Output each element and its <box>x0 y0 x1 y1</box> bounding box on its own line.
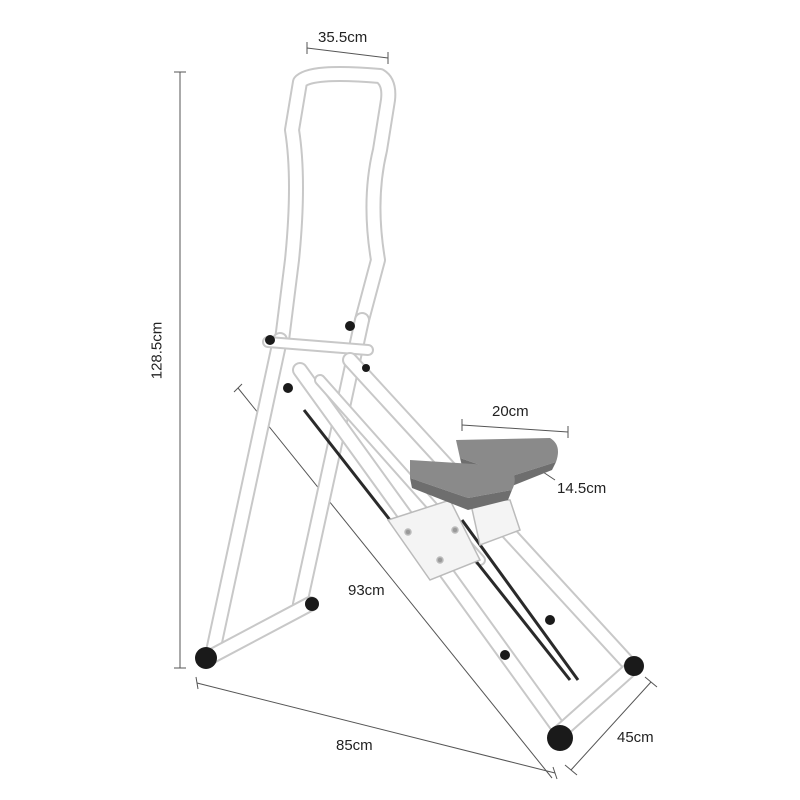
label-pedal-width: 14.5cm <box>557 480 607 497</box>
dim-line-top-width <box>306 47 389 59</box>
label-top-width: 35.5cm <box>318 29 368 46</box>
resistance-cables <box>302 409 580 681</box>
foot-pedals <box>410 438 558 510</box>
label-height: 128.5cm <box>148 321 166 380</box>
frame <box>204 66 642 740</box>
dimension-lines <box>174 42 658 780</box>
adjustment-knobs <box>265 321 555 660</box>
label-rail-length: 93cm <box>348 582 385 599</box>
rubber-feet <box>195 597 644 751</box>
dim-line-rail-length <box>237 387 553 779</box>
dim-line-pedal-length <box>461 424 569 433</box>
pedal-bracket <box>386 499 521 581</box>
label-base-width: 45cm <box>617 729 654 746</box>
dim-line-base-length <box>196 682 556 774</box>
label-pedal-length: 20cm <box>492 403 529 420</box>
dim-line-base-width <box>570 681 652 771</box>
label-base-length: 85cm <box>336 737 373 754</box>
